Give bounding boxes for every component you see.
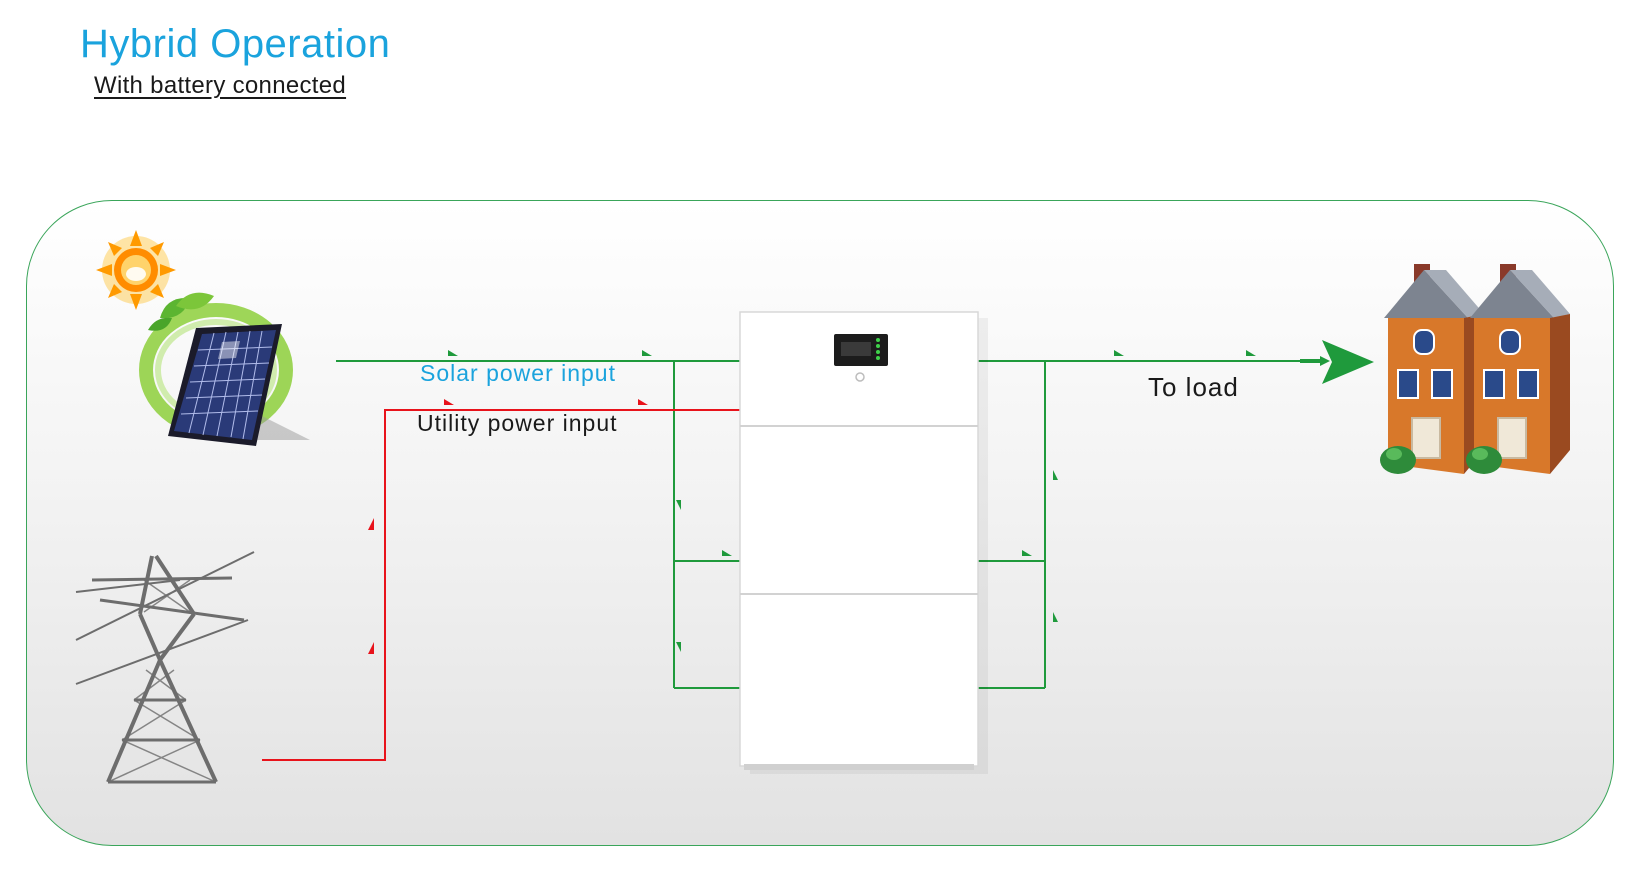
solar-flow-arrows (416, 350, 1256, 556)
solar-panel-icon (139, 292, 310, 446)
solar-power-label: Solar power input (420, 360, 616, 386)
load-power-line (978, 356, 1330, 689)
page-subtitle: With battery connected (94, 72, 347, 99)
to-load-arrow-icon (1322, 340, 1374, 384)
utility-flow-arrows (368, 399, 648, 686)
sun-icon (96, 230, 176, 310)
houses-icon (1380, 264, 1570, 474)
page-title: Hybrid Operation (80, 22, 391, 66)
utility-power-label: Utility power input (417, 410, 618, 436)
utility-power-line (262, 409, 740, 761)
hybrid-inverter-battery-icon (739, 311, 988, 774)
to-load-label: To load (1148, 372, 1239, 402)
solar-power-line (336, 360, 740, 689)
power-pylon-icon (75, 551, 255, 784)
battery-flow-arrows (676, 470, 1058, 652)
